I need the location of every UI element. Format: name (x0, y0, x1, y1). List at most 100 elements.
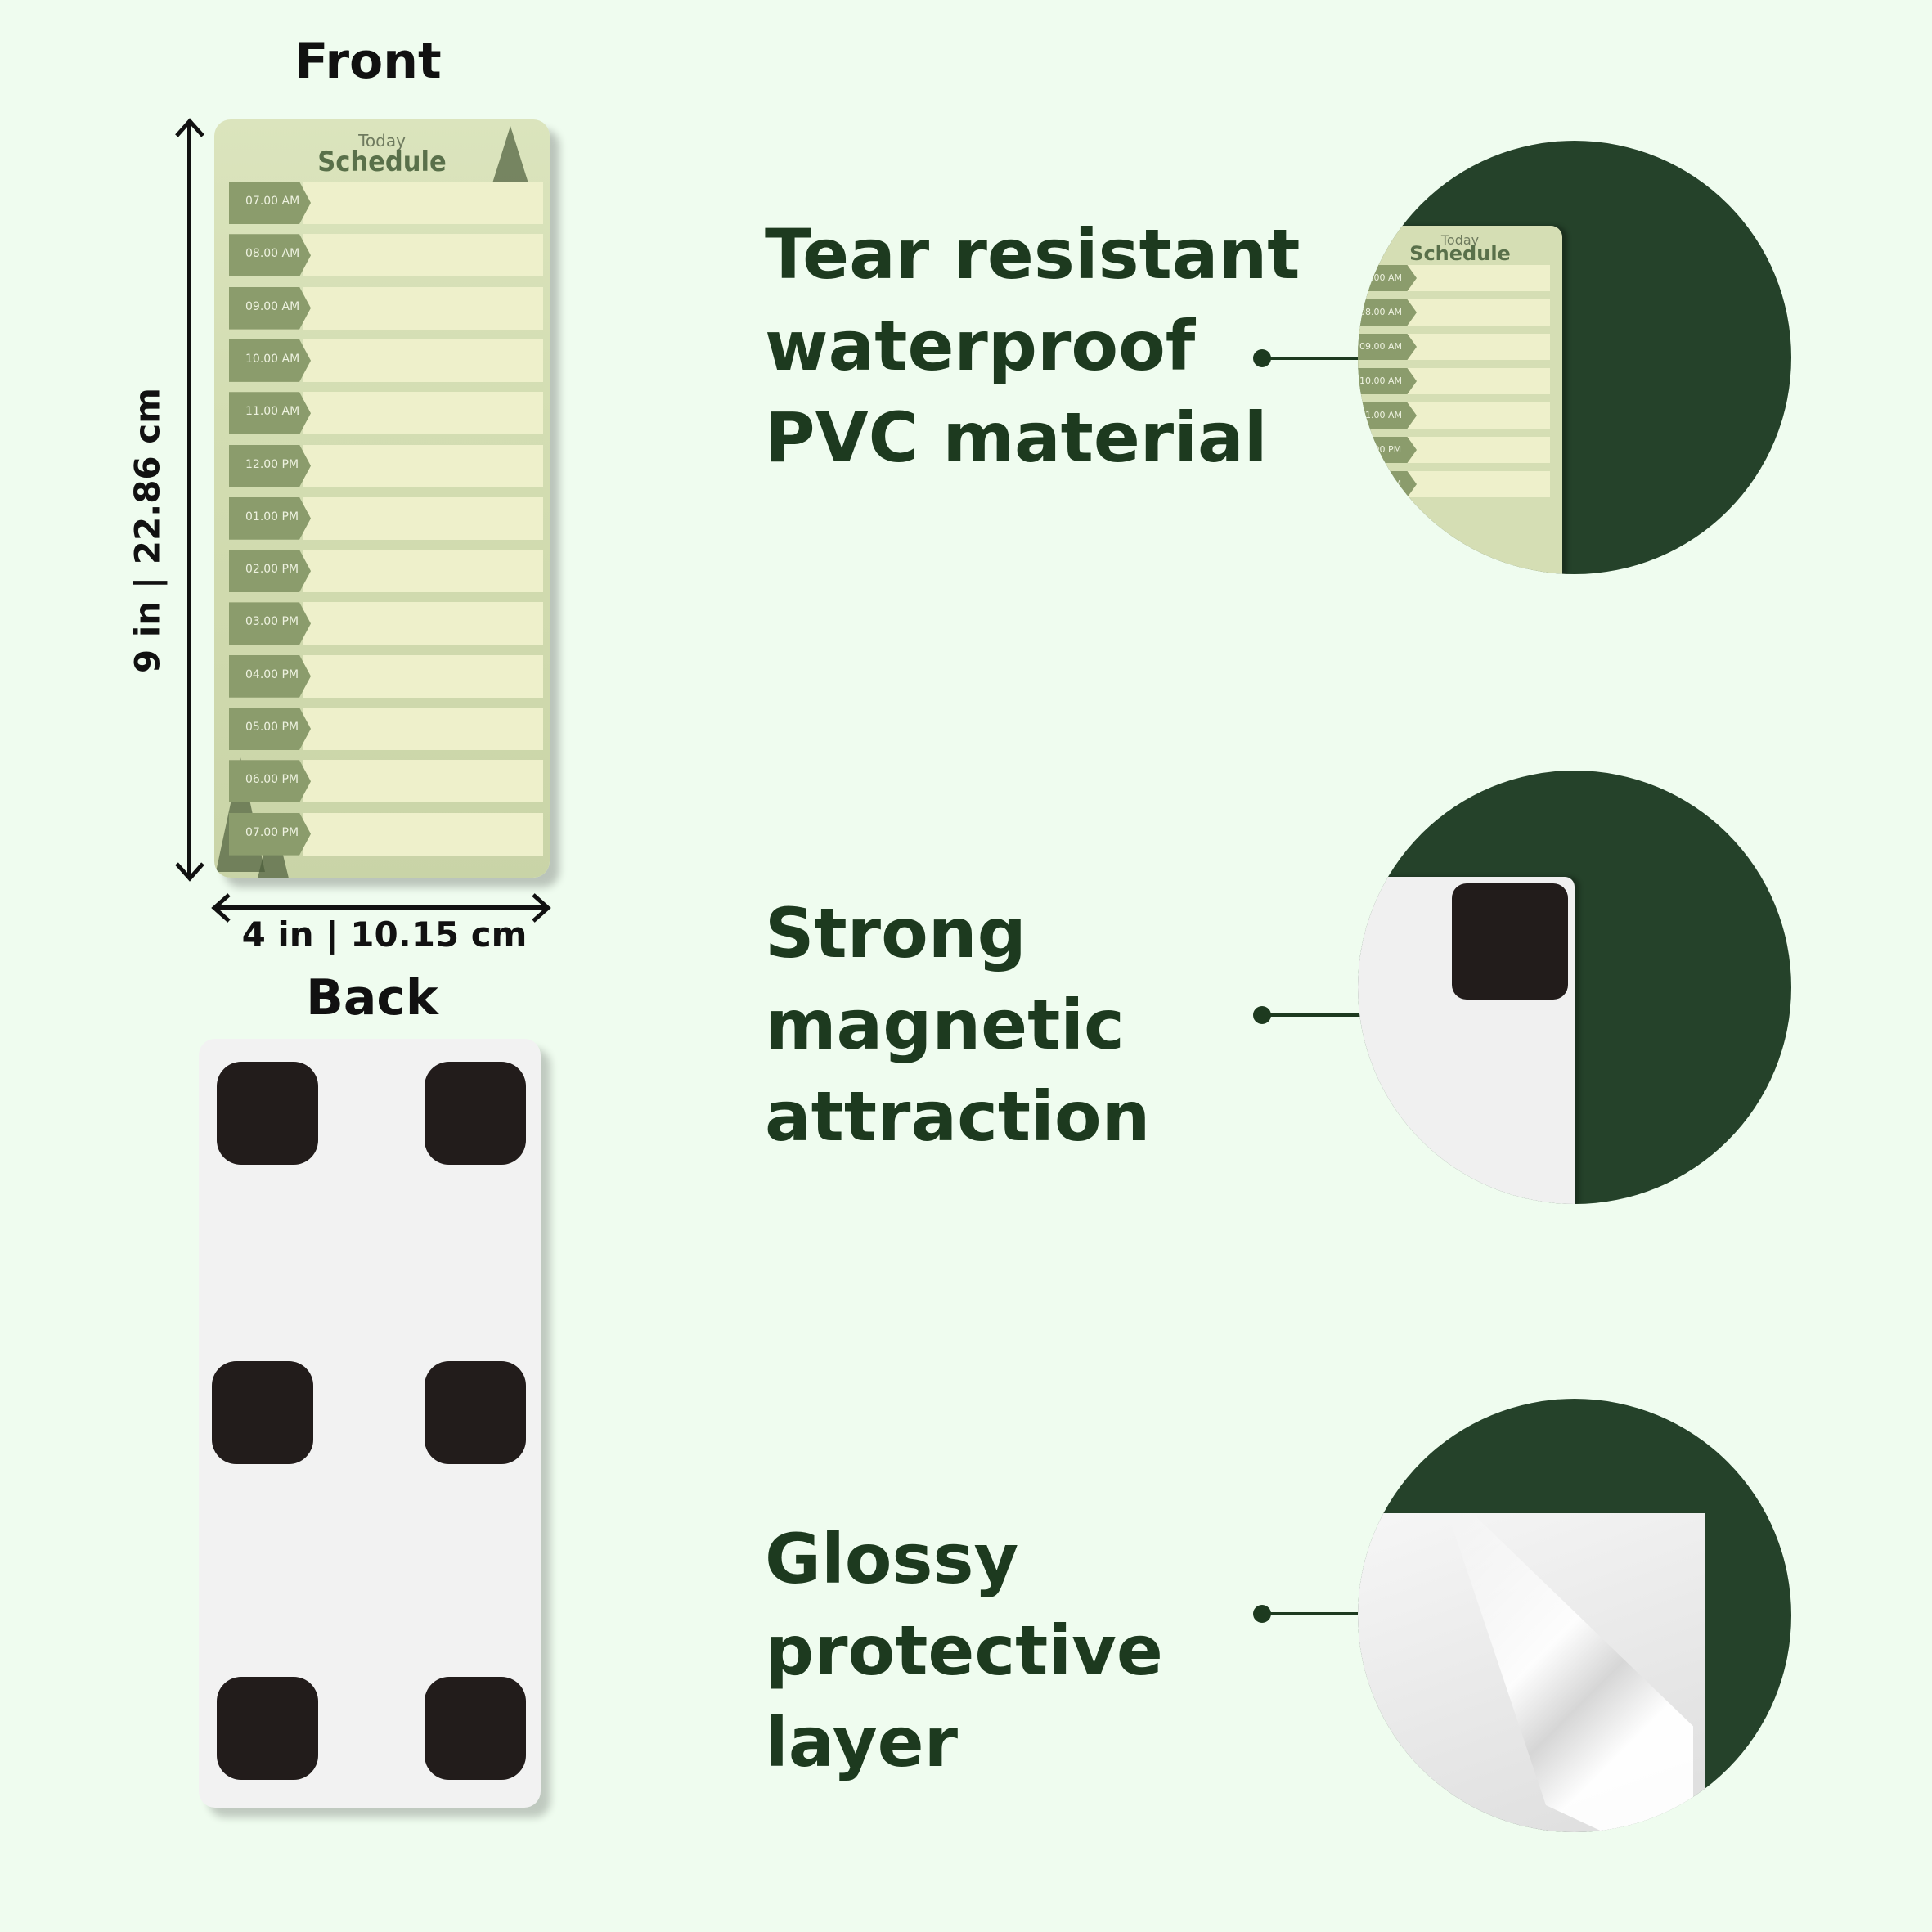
schedule-row-bar (303, 654, 543, 698)
time-tag: 09.00 AM (229, 286, 311, 330)
zoomed-magnet (1452, 883, 1568, 1000)
height-dimension-line (187, 123, 191, 875)
zoom-time-label: 07.00 AM (1359, 272, 1403, 283)
schedule-row: 12.00 PM (229, 444, 548, 487)
time-tag: 01.00 PM (229, 496, 311, 540)
feature-tear-resistant: Tear resistant waterproof PVC material (765, 214, 1301, 478)
schedule-row: 09.00 AM (229, 286, 548, 330)
zoom-time-tag: 10.00 AM (1358, 368, 1417, 394)
zoom-card-title: Schedule (1409, 242, 1511, 265)
zoom-schedule-row: 09.00 AM (1358, 334, 1554, 360)
connector-line (1260, 1612, 1361, 1615)
feature-glossy: Glossy protective layer (765, 1519, 1163, 1782)
time-label: 07.00 AM (245, 195, 300, 208)
zoom-circle-glossy (1358, 1399, 1791, 1832)
time-tag: 02.00 PM (229, 550, 311, 593)
time-tag: 10.00 AM (229, 339, 311, 382)
zoom-schedule-row: 10.00 AM (1358, 368, 1554, 394)
zoom-schedule-row: 07.00 AM (1358, 265, 1554, 291)
feature-magnetic: Strong magnetic attraction (765, 893, 1151, 1157)
time-label: 04.00 PM (245, 667, 299, 681)
schedule-row: 06.00 PM (229, 760, 548, 803)
schedule-row-bar (303, 339, 543, 382)
time-label: 05.00 PM (245, 721, 299, 734)
magnet (425, 1361, 526, 1464)
schedule-row-bar (303, 286, 543, 330)
front-planner-card: Today Schedule 07.00 AM 08.00 AM 09.00 AM 1… (214, 119, 550, 878)
schedule-row: 05.00 PM (229, 708, 548, 750)
schedule-row-bar (303, 444, 543, 487)
zoom-circle-magnet (1358, 771, 1791, 1204)
back-planner-card (199, 1039, 541, 1808)
back-title: Back (306, 969, 438, 1027)
height-label-text: 9 in | 22.86 cm (127, 388, 168, 673)
time-label: 01.00 PM (245, 510, 299, 523)
magnet (425, 1677, 526, 1780)
time-label: 06.00 PM (245, 773, 299, 787)
schedule-row-bar (303, 602, 543, 645)
arrow-left-icon (211, 893, 231, 923)
schedule-row: 08.00 AM (229, 234, 548, 277)
connector-line (1260, 1013, 1361, 1017)
time-tag: 05.00 PM (229, 708, 311, 750)
time-label: 03.00 PM (245, 615, 299, 629)
time-tag: 08.00 AM (229, 234, 311, 277)
time-label: 10.00 AM (245, 352, 300, 366)
schedule-row: 04.00 PM (229, 654, 548, 698)
time-label: 07.00 PM (245, 825, 299, 839)
time-tag: 07.00 AM (229, 182, 311, 224)
zoom-time-tag: 08.00 AM (1358, 299, 1417, 326)
schedule-row: 01.00 PM (229, 496, 548, 540)
zoom-time-tag: 09.00 AM (1358, 334, 1417, 360)
time-tag: 12.00 PM (229, 444, 311, 487)
zoom-row-bar (1407, 299, 1550, 326)
time-label: 08.00 AM (245, 247, 300, 261)
time-label: 11.00 AM (245, 405, 300, 419)
zoom-row-bar (1407, 471, 1550, 497)
card-title: Schedule (317, 146, 447, 178)
front-title: Front (294, 33, 442, 90)
schedule-row-bar (303, 496, 543, 540)
schedule-row-bar (303, 234, 543, 277)
zoom-time-tag: 01.00 PM (1358, 471, 1417, 497)
zoom-time-tag: 11.00 AM (1358, 402, 1417, 429)
zoom-card-title-small: Today (1440, 232, 1480, 248)
magnet (425, 1062, 526, 1165)
schedule-row-bar (303, 392, 543, 435)
zoom-time-label: 09.00 AM (1359, 341, 1403, 352)
width-label: 4 in | 10.15 cm (241, 914, 528, 955)
zoomed-back-card (1358, 877, 1575, 1204)
time-tag: 06.00 PM (229, 760, 311, 803)
arrow-down-icon (175, 862, 204, 882)
schedule-row-bar (303, 550, 543, 593)
zoom-row-bar (1407, 437, 1550, 463)
zoom-time-tag: 12.00 PM (1358, 437, 1417, 463)
card-title-small: Today (358, 131, 406, 151)
zoom-schedule-row: 11.00 AM (1358, 402, 1554, 429)
magnet (217, 1062, 318, 1165)
zoom-time-label: 10.00 AM (1359, 375, 1403, 386)
time-tag: 07.00 PM (229, 812, 311, 856)
zoom-row-bar (1407, 402, 1550, 429)
zoom-time-label: 08.00 AM (1359, 307, 1403, 317)
zoom-circle-material: Today Schedule 07.00 AM 08.00 AM 09.00 AM 1… (1358, 141, 1791, 574)
schedule-row-bar (303, 760, 543, 803)
zoom-time-label: 11.00 AM (1359, 410, 1403, 420)
zoom-time-label: 12.00 PM (1359, 444, 1402, 455)
zoom-row-bar (1407, 368, 1550, 394)
arrow-up-icon (175, 118, 204, 137)
zoom-time-label: 01.00 PM (1359, 479, 1402, 489)
tree-decoration-icon (492, 126, 528, 183)
schedule-row: 11.00 AM (229, 392, 548, 435)
time-label: 12.00 PM (245, 457, 299, 471)
zoom-time-tag: 07.00 AM (1358, 265, 1417, 291)
width-dimension-line (214, 905, 546, 910)
magnet (217, 1677, 318, 1780)
schedule-row: 07.00 AM (229, 182, 548, 224)
time-tag: 03.00 PM (229, 602, 311, 645)
schedule-row: 10.00 AM (229, 339, 548, 382)
schedule-row: 07.00 PM (229, 812, 548, 856)
zoom-row-bar (1407, 334, 1550, 360)
time-tag: 11.00 AM (229, 392, 311, 435)
time-label: 09.00 AM (245, 299, 300, 313)
